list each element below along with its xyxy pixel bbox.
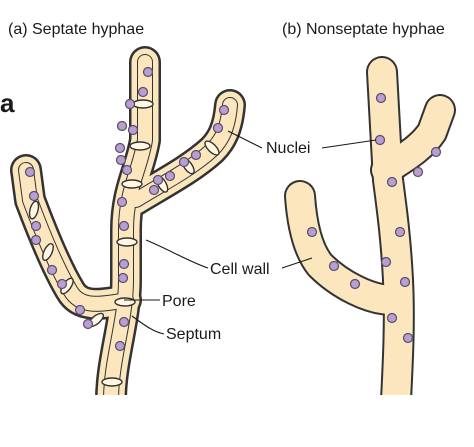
pore-label: Pore	[162, 293, 196, 310]
nucleus	[115, 154, 127, 166]
nucleus	[218, 104, 230, 116]
septate-nuclei	[24, 66, 230, 352]
nonseptate-hypha	[284, 56, 456, 447]
nucleus	[375, 92, 387, 104]
nucleus	[164, 170, 176, 182]
nucleus	[152, 174, 164, 186]
nucleus	[142, 66, 154, 78]
nucleus	[56, 278, 68, 290]
nucleus	[118, 316, 130, 328]
septate-hypha	[10, 46, 246, 447]
nucleus	[24, 166, 36, 178]
septum	[204, 140, 220, 156]
nucleus	[46, 264, 58, 276]
nucleus	[28, 190, 40, 202]
nucleus	[394, 226, 406, 238]
septa	[28, 99, 220, 387]
nucleus	[306, 226, 318, 238]
nucleus	[430, 146, 442, 158]
callout-leaders	[124, 130, 377, 335]
septum	[116, 237, 138, 247]
septum	[114, 297, 136, 307]
nucleus	[114, 340, 126, 352]
septum-leader	[131, 315, 165, 335]
nucleus	[30, 220, 42, 232]
septate-panel-title: (a) Septate hyphae	[8, 21, 144, 38]
nucleus	[116, 196, 128, 208]
nucleus	[114, 142, 126, 154]
septum	[28, 200, 40, 220]
nucleus	[118, 258, 130, 270]
nonseptate-wall	[284, 56, 456, 416]
nucleus	[178, 156, 190, 168]
septum	[129, 141, 151, 151]
nucleus	[127, 124, 139, 136]
septum	[121, 179, 143, 189]
nucleus	[386, 176, 398, 188]
nucleus	[117, 272, 129, 284]
nucleus	[148, 184, 160, 196]
nonseptate-nuclei	[306, 92, 442, 344]
nonseptate-panel-title: (b) Nonseptate hyphae	[282, 21, 445, 38]
nucleus	[116, 120, 128, 132]
nucleus	[74, 304, 86, 316]
nucleus	[121, 164, 133, 176]
nucleus	[349, 278, 361, 290]
nucleus	[328, 260, 340, 272]
nucleus	[402, 332, 414, 344]
cell-wall-leader-left	[145, 239, 209, 269]
nucleus	[380, 256, 392, 268]
nonseptate-cytoplasm	[286, 58, 454, 414]
nucleus	[124, 98, 136, 110]
nucleus	[30, 234, 42, 246]
cropped-text-fragment: a	[0, 88, 15, 118]
nucleus	[399, 276, 411, 288]
nucleus	[386, 312, 398, 324]
nucleus	[82, 318, 94, 330]
nucleus	[137, 86, 149, 98]
nucleus	[212, 122, 224, 134]
nuclei-leader-right	[321, 139, 377, 149]
nucleus	[118, 220, 130, 232]
nuclei-leader-left	[227, 130, 263, 149]
nucleus	[190, 149, 202, 161]
nucleus	[374, 134, 386, 146]
nuclei-label: Nuclei	[266, 140, 310, 157]
cell-wall-leader-right	[281, 257, 313, 269]
cell-wall-label: Cell wall	[210, 261, 270, 278]
septum	[132, 99, 154, 109]
nucleus	[412, 166, 424, 178]
septum-label: Septum	[166, 326, 221, 343]
septum	[42, 242, 54, 262]
septum	[101, 377, 123, 387]
